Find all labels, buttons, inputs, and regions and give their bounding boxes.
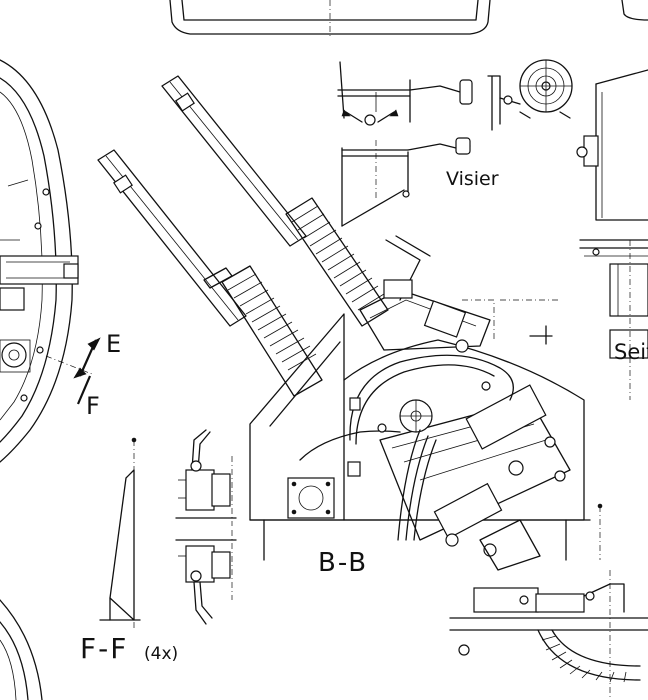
handwheel — [399, 399, 433, 433]
pedestal-housing — [249, 313, 603, 561]
main-gun-mount — [97, 75, 603, 571]
section-ff-label: F-F — [80, 632, 129, 665]
visier-label: Visier — [446, 168, 499, 190]
elevation-mechanism — [379, 384, 571, 571]
recoil-springs — [221, 197, 389, 397]
side-detail-upper — [175, 429, 237, 526]
receiver-block — [359, 235, 495, 351]
sight-assembly-lower — [341, 137, 471, 227]
section-marker-f: F — [86, 392, 100, 420]
seite-label: Seit — [614, 340, 648, 364]
section-ff-bracket — [99, 437, 141, 630]
traverse-gear-assembly — [449, 570, 648, 700]
section-marker-e: E — [106, 330, 122, 358]
section-bb-label: B-B — [318, 548, 369, 578]
side-view-right — [500, 69, 648, 400]
base-flange — [287, 477, 335, 519]
gun-barrels — [97, 75, 307, 327]
side-detail-lower — [175, 530, 237, 625]
top-right-fragment — [621, 0, 648, 21]
left-ring-mount — [0, 59, 93, 463]
section-marker-ef — [73, 337, 101, 405]
sight-front-ring — [487, 59, 573, 131]
sight-assembly-upper — [337, 61, 473, 126]
top-base-fragment — [169, 0, 491, 38]
bottom-left-ring — [0, 599, 43, 700]
section-ff-count: (4x) — [144, 644, 179, 664]
cables — [299, 339, 514, 541]
